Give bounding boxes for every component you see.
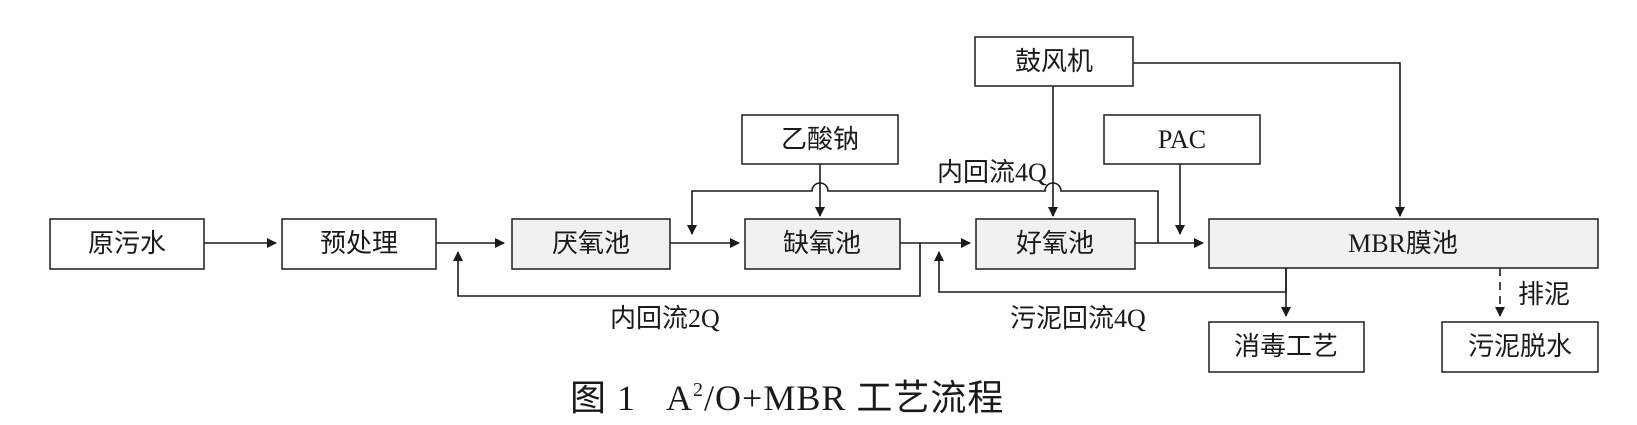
box-blower: 鼓风机 [974,36,1134,87]
box-mbr-label: MBR膜池 [1348,229,1458,258]
label-internal-reflux-4q: 内回流4Q [937,158,1047,187]
connectors [204,62,1505,317]
box-anoxic-tank: 缺氧池 [744,218,901,270]
label-internal-reflux-2q: 内回流2Q [610,304,720,333]
box-mbr-tank: MBR膜池 [1208,218,1599,269]
label-sludge-reflux-4q: 污泥回流4Q [1010,304,1146,333]
box-pretreatment-label: 预处理 [320,229,398,258]
internal-reflux-2q-line [453,243,921,297]
box-anoxic-label: 缺氧池 [783,229,861,258]
caption-a: A [666,378,693,418]
box-pac-label: PAC [1158,125,1206,154]
box-aerobic-tank: 好氧池 [975,218,1136,270]
box-pretreatment: 预处理 [281,218,437,270]
internal-reflux-4q-line [687,182,1159,243]
caption-prefix: 图 1 [570,378,636,418]
box-sodium-acetate-label: 乙酸钠 [781,125,859,154]
box-anaerobic-label: 厌氧池 [552,229,630,258]
figure-caption: 图 1 A2/O+MBR 工艺流程 [570,378,1004,418]
box-anaerobic-tank: 厌氧池 [511,218,671,270]
box-sludge-dewatering-label: 污泥脱水 [1468,332,1572,361]
box-pac: PAC [1103,114,1261,165]
caption-rest: /O+MBR 工艺流程 [704,378,1004,418]
box-raw-water: 原污水 [49,218,205,270]
box-raw-water-label: 原污水 [88,229,166,258]
label-sludge-discharge: 排泥 [1518,280,1570,309]
caption-superscript: 2 [693,379,704,401]
box-sodium-acetate: 乙酸钠 [741,114,899,165]
box-aerobic-label: 好氧池 [1016,229,1094,258]
box-sludge-dewatering: 污泥脱水 [1441,321,1599,373]
blower-to-mbr [1133,62,1405,217]
box-disinfection-label: 消毒工艺 [1234,332,1338,361]
box-disinfection: 消毒工艺 [1208,321,1365,373]
box-blower-label: 鼓风机 [1015,47,1093,76]
